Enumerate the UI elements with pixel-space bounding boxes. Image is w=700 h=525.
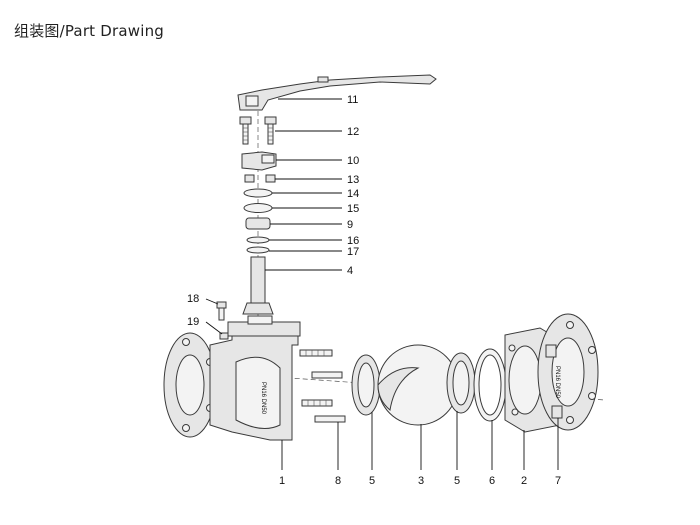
callout-19: 19 [187,316,199,328]
callout-5-left: 5 [369,475,375,487]
callout-16: 16 [347,235,359,247]
callout-15: 15 [347,203,359,215]
nuts [244,174,276,183]
callout-3: 3 [418,475,424,487]
o-ring-upper [246,236,270,244]
callout-13: 13 [347,174,359,186]
callout-17: 17 [347,246,359,258]
body-marking-right: PN16 DN50 [554,366,560,399]
valve-stem [242,256,274,315]
gasket [473,348,507,422]
page-title: 组装图/Part Drawing [14,22,165,40]
ball [377,344,459,426]
callout-11: 11 [347,94,358,106]
callout-14: 14 [347,188,359,200]
stop-bolt [216,301,227,321]
callout-4: 4 [347,265,353,277]
callout-10: 10 [347,155,359,167]
seat-ring-right [446,352,476,414]
handle-lever [237,74,437,111]
callout-2: 2 [521,475,527,487]
body-marking-left: PN16 DN50 [260,382,266,415]
disc-spring [243,203,273,213]
callout-12: 12 [347,126,359,138]
callout-7: 7 [555,475,561,487]
stem-packing [245,217,271,230]
callout-1: 1 [279,475,285,487]
seat-ring-left [351,354,381,416]
valve-body: PN16 DN50 [163,315,301,441]
callout-5-right: 5 [454,475,460,487]
washer [243,188,273,198]
o-ring-lower [246,246,270,254]
callout-9: 9 [347,219,353,231]
handle-screws [239,116,277,145]
callout-18: 18 [187,293,199,305]
callout-8: 8 [335,475,341,487]
callout-6: 6 [489,475,495,487]
right-flange: PN16 DN50 [537,313,599,431]
studs [299,349,346,423]
leader-lines [205,98,559,470]
locking-device [241,151,277,171]
